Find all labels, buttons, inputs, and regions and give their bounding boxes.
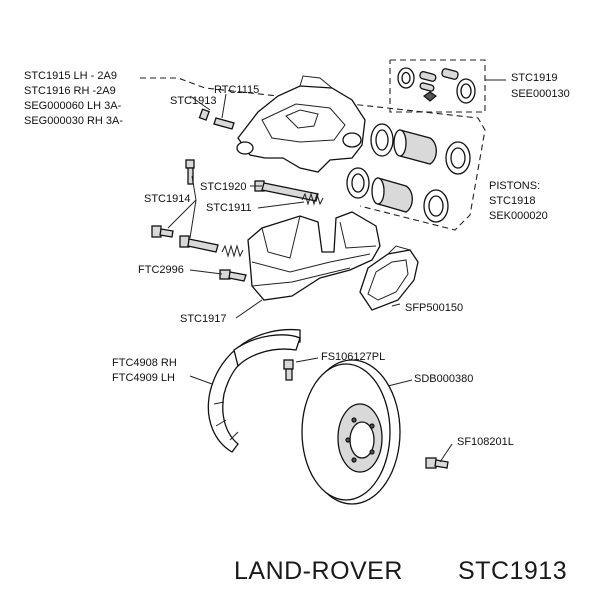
label-stc1917: STC1917 bbox=[180, 313, 227, 325]
springs bbox=[221, 192, 324, 258]
brand-name: LAND-ROVER bbox=[234, 557, 403, 585]
label-ftc2996: FTC2996 bbox=[138, 264, 184, 276]
caliper-kit-outline bbox=[140, 77, 486, 231]
part-number: STC1913 bbox=[458, 557, 568, 585]
pistons bbox=[346, 123, 471, 223]
label-caliper-group-2: STC1916 RH -2A9 bbox=[24, 85, 116, 97]
label-stc1913: STC1913 bbox=[170, 95, 217, 107]
label-stc1911: STC1911 bbox=[206, 202, 252, 214]
label-stc1919: STC1919 bbox=[511, 72, 558, 84]
label-sdb000380: SDB000380 bbox=[414, 373, 474, 385]
label-rtc1115: RTC1115 bbox=[214, 84, 260, 96]
caliper-carrier bbox=[247, 211, 381, 301]
label-caliper-group-4: SEG000030 RH 3A- bbox=[24, 115, 124, 127]
label-stc1914: STC1914 bbox=[144, 193, 191, 205]
seal-kit-parts bbox=[397, 67, 476, 104]
brake-pad bbox=[359, 245, 419, 311]
disc-screw bbox=[425, 457, 449, 469]
seal-kit-outline bbox=[389, 59, 486, 113]
caliper-housing bbox=[236, 75, 366, 173]
brake-disc bbox=[301, 359, 401, 505]
label-sek000020: SEK000020 bbox=[489, 210, 548, 222]
label-pistons: PISTONS: bbox=[489, 180, 541, 192]
label-caliper-group-1: STC1915 LH - 2A9 bbox=[24, 70, 117, 82]
label-caliper-group-3: SEG000060 LH 3A- bbox=[24, 100, 122, 112]
leader-lines bbox=[167, 79, 506, 463]
label-ftc4908: FTC4908 RH bbox=[112, 357, 177, 369]
label-sf108201l: SF108201L bbox=[457, 436, 514, 448]
label-stc1918: STC1918 bbox=[489, 195, 536, 207]
label-sfp500150: SFP500150 bbox=[405, 302, 464, 314]
splash-shield bbox=[207, 328, 301, 453]
label-fs106127pl: FS106127PL bbox=[321, 351, 386, 363]
label-ftc4909: FTC4909 LH bbox=[112, 372, 175, 384]
label-stc1920: STC1920 bbox=[200, 181, 247, 193]
label-see000130: SEE000130 bbox=[511, 88, 570, 100]
